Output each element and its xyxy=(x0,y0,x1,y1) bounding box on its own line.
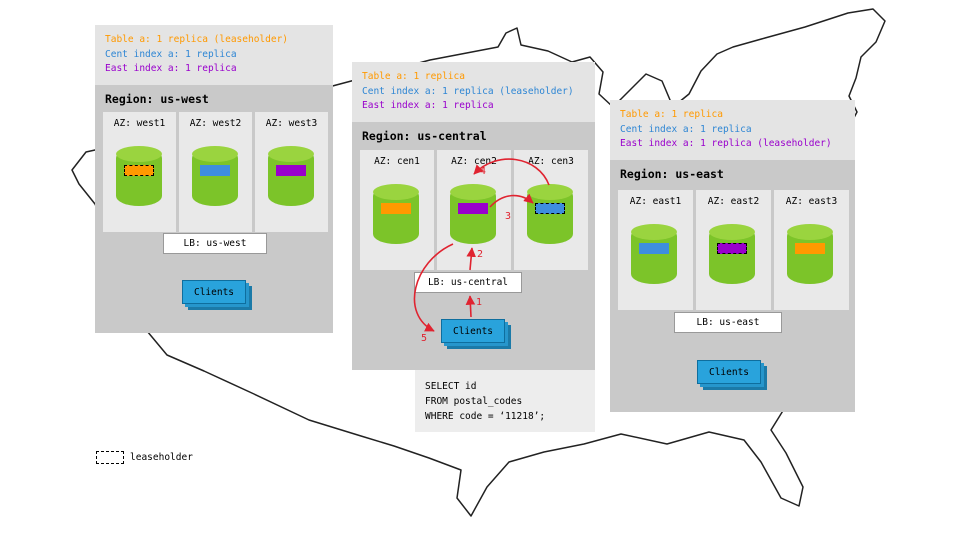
flow-step-number-5: 5 xyxy=(421,333,428,344)
legend-line-table: Table a: 1 replica xyxy=(620,109,723,120)
az-label: AZ: cen3 xyxy=(528,156,574,167)
cylinder-top xyxy=(192,146,238,162)
legend-line-cent-index: Cent index a: 1 replica (leaseholder) xyxy=(362,85,574,97)
az-box-cen3: AZ: cen3 xyxy=(514,150,588,270)
cylinder-top xyxy=(787,224,833,240)
flow-step-number-1: 1 xyxy=(476,297,483,308)
cylinder-top xyxy=(373,184,419,200)
cylinder-top xyxy=(116,146,162,162)
region-title: Region: us-west xyxy=(105,92,209,106)
replica-legend-us-central: Table a: 1 replica Cent index a: 1 repli… xyxy=(352,62,595,122)
az-box-west1: AZ: west1 xyxy=(103,112,176,232)
flow-step-number-4: 4 xyxy=(480,166,487,177)
az-box-east3: AZ: east3 xyxy=(774,190,849,310)
az-label: AZ: west2 xyxy=(189,118,242,129)
clients-box-us-central: Clients xyxy=(441,319,505,343)
region-box-us-west: Region: us-west AZ: west1 AZ: west2 AZ: … xyxy=(95,85,333,333)
legend-line-east-index: East index a: 1 replica xyxy=(105,63,237,74)
replica-bar xyxy=(200,165,230,176)
cylinder-top xyxy=(268,146,314,162)
az-box-west2: AZ: west2 xyxy=(179,112,252,232)
lb-box-us-west: LB: us-west xyxy=(163,233,267,254)
database-cylinder xyxy=(527,184,573,244)
replica-bar-leaseholder xyxy=(717,243,747,254)
sql-line: SELECT id xyxy=(425,381,477,392)
replica-bar xyxy=(276,165,306,176)
database-cylinder xyxy=(116,146,162,206)
az-label: AZ: west3 xyxy=(265,118,318,129)
az-box-cen1: AZ: cen1 xyxy=(360,150,434,270)
lb-box-us-east: LB: us-east xyxy=(674,312,782,333)
flow-step-number-2: 2 xyxy=(477,249,484,260)
cylinder-top xyxy=(631,224,677,240)
az-label: AZ: east1 xyxy=(629,196,682,207)
az-label: AZ: cen2 xyxy=(451,156,497,167)
database-cylinder xyxy=(192,146,238,206)
replica-legend-us-east: Table a: 1 replica Cent index a: 1 repli… xyxy=(610,100,855,160)
az-label: AZ: west1 xyxy=(113,118,166,129)
cylinder-top xyxy=(527,184,573,200)
replica-bar-leaseholder xyxy=(535,203,565,214)
region-box-us-east: Region: us-east AZ: east1 AZ: east2 AZ: … xyxy=(610,160,855,412)
clients-box-us-west: Clients xyxy=(182,280,246,304)
database-cylinder xyxy=(450,184,496,244)
database-cylinder xyxy=(631,224,677,284)
az-label: AZ: east2 xyxy=(707,196,760,207)
cylinder-top xyxy=(709,224,755,240)
clients-box-us-east: Clients xyxy=(697,360,761,384)
legend-line-east-index: East index a: 1 replica xyxy=(362,100,494,111)
replica-bar xyxy=(795,243,825,254)
leaseholder-label: leaseholder xyxy=(130,452,193,463)
leaseholder-swatch xyxy=(96,451,124,464)
replica-bar xyxy=(639,243,669,254)
flow-step-number-3: 3 xyxy=(505,211,512,222)
az-label: AZ: cen1 xyxy=(374,156,420,167)
database-cylinder xyxy=(373,184,419,244)
legend-line-east-index: East index a: 1 replica (leaseholder) xyxy=(620,138,832,149)
cylinder-top xyxy=(450,184,496,200)
az-box-east2: AZ: east2 xyxy=(696,190,771,310)
lb-box-us-central: LB: us-central xyxy=(414,272,522,293)
sql-line: FROM postal_codes xyxy=(425,396,523,407)
region-box-us-central: Region: us-central AZ: cen1 AZ: cen2 AZ:… xyxy=(352,122,595,370)
legend-line-cent-index: Cent index a: 1 replica xyxy=(620,123,752,135)
az-box-west3: AZ: west3 xyxy=(255,112,328,232)
legend-line-table: Table a: 1 replica xyxy=(362,71,465,82)
database-cylinder xyxy=(268,146,314,206)
sql-line: WHERE code = ‘11218’; xyxy=(425,411,546,422)
region-title: Region: us-east xyxy=(620,167,724,181)
replica-bar xyxy=(381,203,411,214)
sql-query-box: SELECT id FROM postal_codes WHERE code =… xyxy=(415,370,595,432)
az-label: AZ: east3 xyxy=(785,196,838,207)
database-cylinder xyxy=(787,224,833,284)
az-box-cen2: AZ: cen2 xyxy=(437,150,511,270)
az-box-east1: AZ: east1 xyxy=(618,190,693,310)
replica-bar-leaseholder xyxy=(124,165,154,176)
replica-legend-us-west: Table a: 1 replica (leaseholder) Cent in… xyxy=(95,25,333,85)
legend-line-cent-index: Cent index a: 1 replica xyxy=(105,48,237,60)
database-cylinder xyxy=(709,224,755,284)
legend-line-table: Table a: 1 replica (leaseholder) xyxy=(105,34,289,45)
region-title: Region: us-central xyxy=(362,129,487,143)
replica-bar xyxy=(458,203,488,214)
